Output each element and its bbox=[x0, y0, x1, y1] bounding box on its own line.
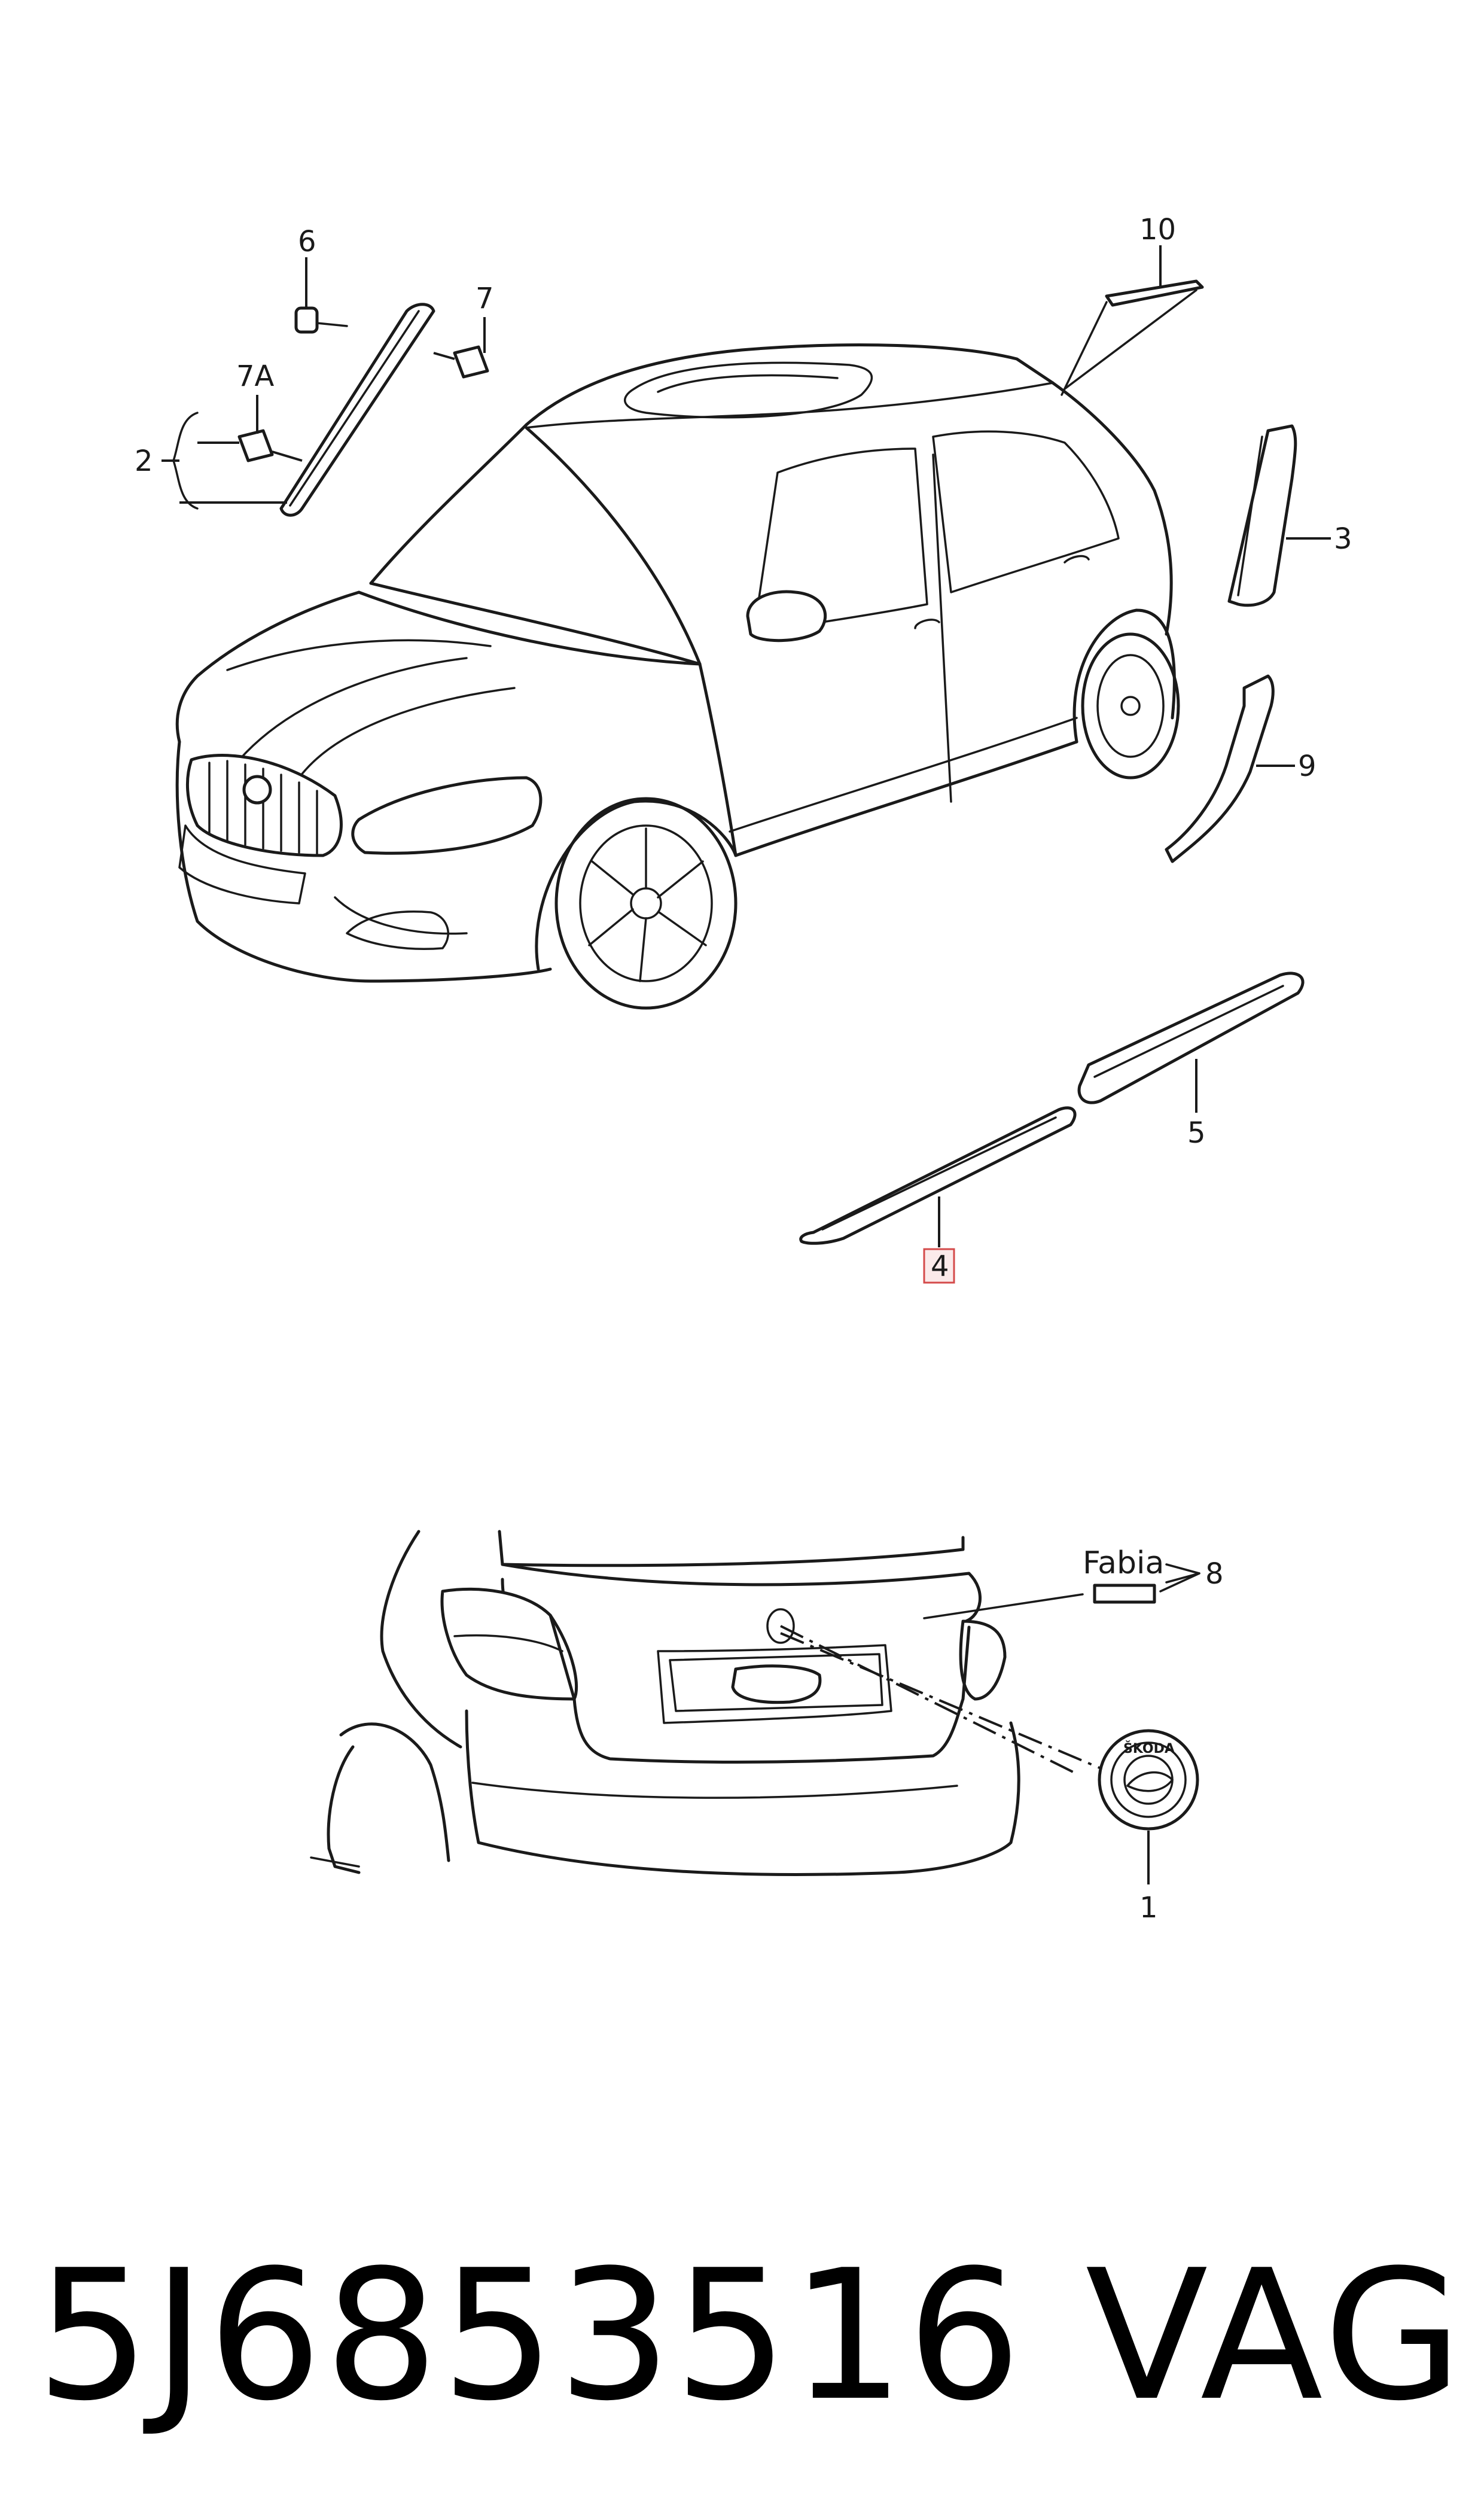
car-illustration bbox=[175, 343, 1180, 1010]
part-10-roof-trim: 10 bbox=[1061, 213, 1204, 396]
emblem-text: ŠKODA bbox=[1123, 1741, 1175, 1756]
part-8-fabia-badge: Fabia 8 bbox=[1083, 1545, 1224, 1604]
part-6-screw: 6 bbox=[294, 225, 348, 334]
part-number: 5J6853516 bbox=[36, 2231, 1024, 2440]
footer: 5J6853516 VAG bbox=[0, 2237, 1484, 2435]
part-4-front-door-moulding: 4 bbox=[799, 1106, 1077, 1284]
callout-8: 8 bbox=[1205, 1557, 1224, 1591]
part-1-emblem: ŠKODA 1 bbox=[1098, 1729, 1199, 1925]
part-7-clip: 7 bbox=[433, 282, 494, 379]
part-2-a-pillar-trim: 2 bbox=[135, 303, 435, 517]
car-rear-illustration bbox=[310, 1530, 1107, 1876]
part-5-rear-door-moulding: 5 bbox=[1077, 972, 1305, 1150]
part-9-quarter-trim: 9 bbox=[1165, 674, 1317, 863]
callout-4-highlight bbox=[923, 1248, 955, 1284]
callout-5: 5 bbox=[1187, 1116, 1206, 1150]
fabia-badge-text: Fabia bbox=[1083, 1545, 1164, 1581]
brand-name: VAG bbox=[1085, 2231, 1466, 2440]
callout-2: 2 bbox=[135, 444, 153, 478]
callout-4: 4 bbox=[931, 1250, 949, 1283]
part-3-pillar-trim: 3 bbox=[1227, 424, 1352, 607]
callout-10: 10 bbox=[1139, 213, 1176, 246]
callout-7a: 7A bbox=[236, 360, 275, 393]
callout-1: 1 bbox=[1139, 1891, 1158, 1925]
callout-3: 3 bbox=[1334, 522, 1352, 556]
callout-6: 6 bbox=[298, 225, 316, 258]
callout-7: 7 bbox=[476, 282, 494, 315]
part-7a-clip: 7A bbox=[236, 360, 303, 462]
callout-9: 9 bbox=[1298, 750, 1317, 783]
